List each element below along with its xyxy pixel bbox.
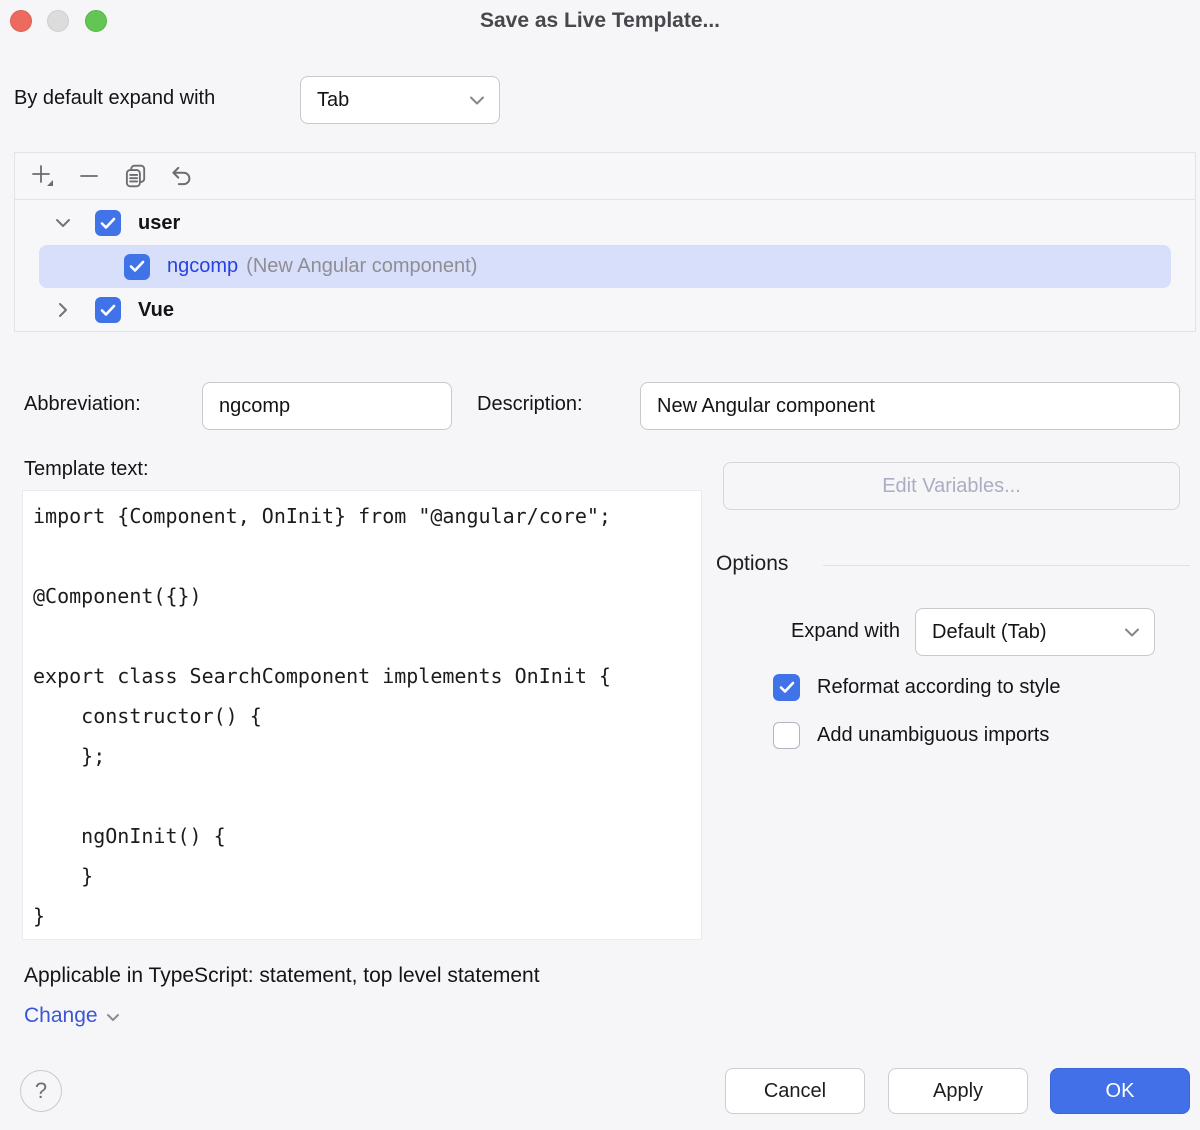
template-text-label: Template text: — [24, 458, 149, 480]
template-text-editor[interactable]: import {Component, OnInit} from "@angula… — [22, 490, 702, 940]
chevron-down-icon — [106, 1004, 120, 1028]
tree-group-user[interactable]: user — [15, 201, 1195, 245]
add-icon[interactable] — [27, 160, 59, 192]
ok-button[interactable]: OK — [1050, 1068, 1190, 1114]
template-tree-panel: user ngcomp (New Angular component) Vue — [14, 152, 1196, 332]
chevron-down-icon — [469, 89, 485, 112]
remove-icon[interactable] — [73, 160, 105, 192]
ngcomp-checkbox[interactable] — [124, 253, 150, 280]
zoom-window-button[interactable] — [85, 10, 107, 32]
expand-with-value: Default (Tab) — [932, 620, 1047, 643]
add-imports-checkbox-label: Add unambiguous imports — [817, 724, 1050, 746]
default-expand-row: By default expand with Tab — [0, 76, 1200, 124]
applicable-contexts-text: Applicable in TypeScript: statement, top… — [24, 964, 540, 987]
change-link-label: Change — [24, 1004, 98, 1027]
add-imports-checkbox[interactable] — [773, 722, 800, 749]
fields-row: Abbreviation: Description: — [0, 382, 1200, 430]
expand-with-select[interactable]: Default (Tab) — [915, 608, 1155, 656]
titlebar: Save as Live Template... — [0, 0, 1200, 44]
template-code: import {Component, OnInit} from "@angula… — [33, 504, 611, 928]
chevron-down-icon — [1124, 621, 1140, 644]
apply-button[interactable]: Apply — [888, 1068, 1028, 1114]
reformat-checkbox-label: Reformat according to style — [817, 676, 1061, 698]
change-contexts-link[interactable]: Change — [24, 1004, 120, 1028]
abbreviation-label: Abbreviation: — [24, 393, 141, 415]
imports-option-row: Add unambiguous imports — [773, 722, 1049, 749]
vue-group-checkbox[interactable] — [95, 297, 121, 323]
reformat-checkbox[interactable] — [773, 674, 800, 701]
minimize-window-button — [47, 10, 69, 32]
template-tree: user ngcomp (New Angular component) Vue — [15, 201, 1195, 332]
duplicate-icon[interactable] — [119, 160, 151, 192]
window-title: Save as Live Template... — [479, 9, 721, 32]
tree-item-abbreviation: ngcomp — [167, 255, 239, 277]
tree-group-label: Vue — [138, 298, 174, 321]
tree-group-vue[interactable]: Vue — [15, 288, 1195, 332]
description-label: Description: — [477, 393, 583, 415]
close-window-button[interactable] — [10, 10, 32, 32]
tree-item-description: (New Angular component) — [246, 255, 478, 277]
tree-item-ngcomp-selected[interactable]: ngcomp (New Angular component) — [39, 245, 1171, 288]
chevron-right-icon[interactable] — [53, 302, 73, 318]
user-group-checkbox[interactable] — [95, 210, 121, 236]
help-button[interactable]: ? — [20, 1070, 62, 1112]
default-expand-select[interactable]: Tab — [300, 76, 500, 124]
description-field[interactable] — [640, 382, 1180, 430]
default-expand-label: By default expand with — [14, 87, 216, 109]
undo-icon[interactable] — [165, 160, 197, 192]
edit-variables-button[interactable]: Edit Variables... — [723, 462, 1180, 510]
tree-group-label: user — [138, 211, 181, 234]
tree-toolbar — [15, 153, 1195, 200]
chevron-down-icon[interactable] — [53, 218, 73, 228]
abbreviation-field[interactable] — [202, 382, 452, 430]
default-expand-value: Tab — [317, 88, 350, 111]
cancel-button[interactable]: Cancel — [725, 1068, 865, 1114]
options-separator — [823, 565, 1190, 566]
options-heading: Options — [716, 552, 789, 575]
expand-with-label: Expand with — [791, 620, 900, 642]
reformat-option-row: Reformat according to style — [773, 674, 1060, 701]
